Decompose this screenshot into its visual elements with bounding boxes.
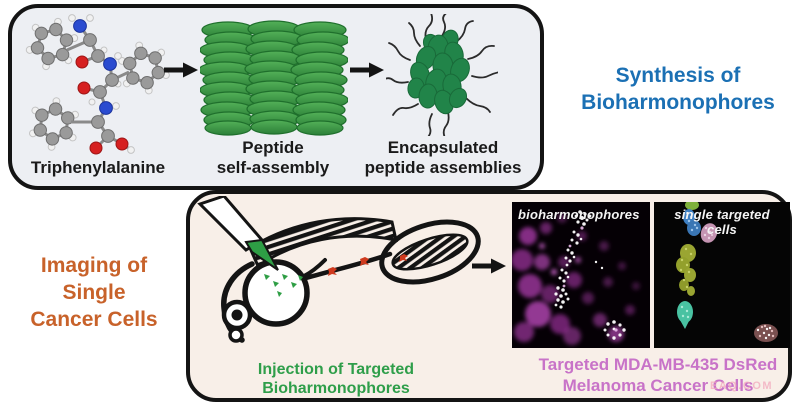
fluorescence-image — [512, 202, 650, 348]
micrograph-single-targeted-cells: single targeted cells — [654, 202, 790, 348]
arrow-right-icon — [350, 62, 384, 78]
synthesis-title: Synthesis of Bioharmonophores — [581, 64, 775, 114]
micrograph-bioharmonophores: bioharmonophores — [512, 202, 650, 348]
injection-label: Injection of Targeted Bioharmonophores — [257, 361, 415, 397]
micrograph-caption: single targeted cells — [674, 207, 770, 237]
encapsulated-assemblies-illustration — [386, 14, 498, 136]
zebrafish-injection-illustration — [197, 196, 481, 343]
imaging-title: Imaging of Single Cancer Cells — [30, 254, 158, 331]
result-label: Targeted MDA-MB-435 DsRed Melanoma Cance… — [538, 355, 778, 395]
molecule-label: Triphenylalanine — [30, 158, 166, 177]
arrow-right-icon — [472, 258, 506, 274]
fluorescence-image — [654, 202, 790, 348]
assembly-label: Peptide self-assembly — [216, 138, 330, 177]
encapsulated-label: Encapsulated peptide assemblies — [364, 138, 522, 177]
triphenylalanine-molecule-illustration — [21, 10, 174, 155]
imaging-panel: Injection of Targeted Bioharmonophores — [186, 190, 792, 402]
arrow-right-icon — [164, 62, 198, 78]
micrograph-caption: bioharmonophores — [518, 207, 640, 222]
watermark: EAQ.COM — [710, 380, 774, 392]
synthesis-panel: Triphenylalanine — [8, 4, 544, 190]
peptide-self-assembly-illustration — [200, 20, 348, 136]
